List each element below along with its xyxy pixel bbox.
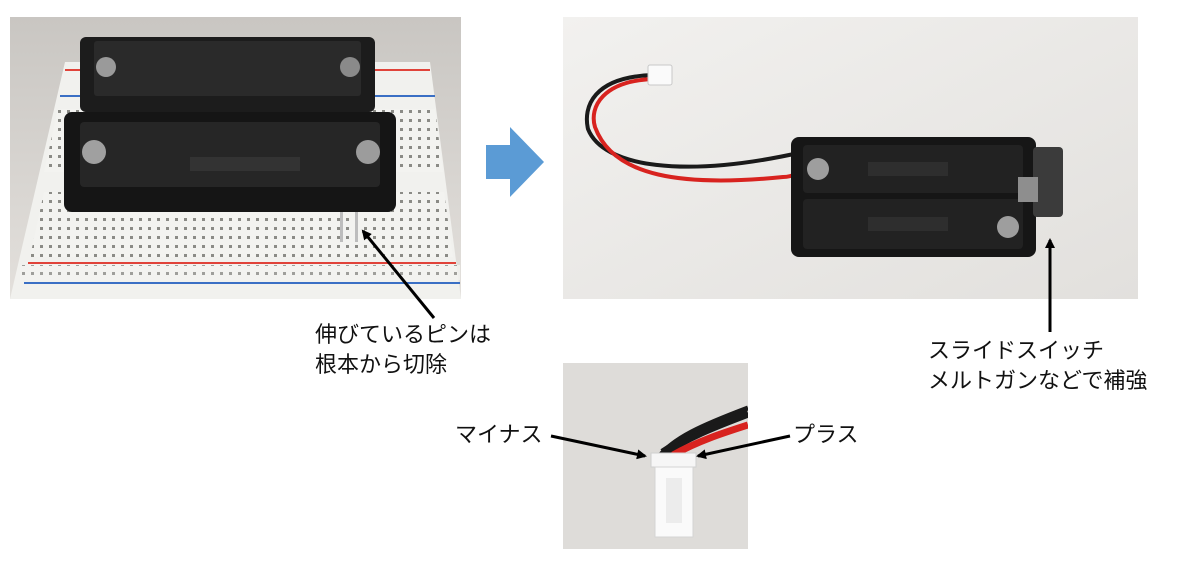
connector-photo <box>563 363 748 549</box>
minus-label: マイナス <box>455 423 543 448</box>
right-arrow-icon <box>486 127 544 197</box>
assembled-pack-photo <box>563 17 1138 299</box>
pin-note-line1: 伸びているピンは <box>315 323 492 348</box>
plus-label: プラス <box>793 423 859 448</box>
switch-note-line2: メルトガンなどで補強 <box>928 369 1148 394</box>
breadboard-photo <box>10 17 461 299</box>
pin-note-line2: 根本から切除 <box>315 353 448 378</box>
switch-note-line1: スライドスイッチ <box>928 339 1105 364</box>
